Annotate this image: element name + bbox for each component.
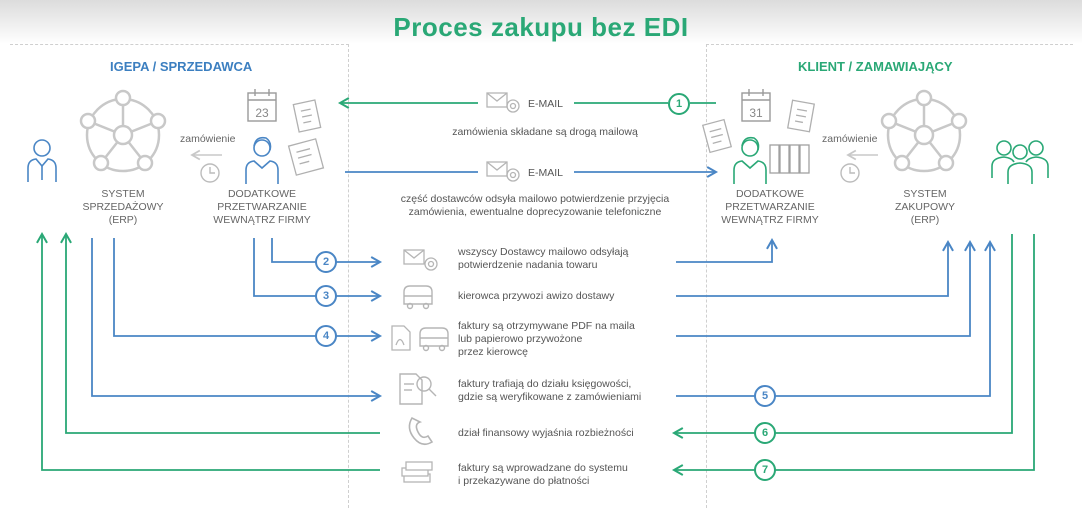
truck-icon — [419, 327, 449, 352]
note-confirmation: część dostawców odsyła mailowo potwierdz… — [350, 193, 720, 219]
calendar-date-right: 31 — [749, 106, 763, 120]
step-6-line-1: dział finansowy wyjaśnia rozbieżności — [458, 427, 634, 439]
order-label-left: zamówienie — [180, 133, 236, 145]
buyer-erp-line-3: (ERP) — [910, 214, 940, 226]
step-6-text: dział finansowy wyjaśnia rozbieżności — [458, 427, 634, 440]
seller-erp-label: SYSTEM SPRZEDAŻOWY (ERP) — [70, 188, 176, 227]
buyer-processing-line-3: WEWNĄTRZ FIRMY — [721, 214, 819, 226]
processor-woman-icon — [733, 136, 767, 184]
buyer-erp-label: SYSTEM ZAKUPOWY (ERP) — [872, 188, 978, 227]
step-5-text: faktury trafiają do działu księgowości, … — [458, 378, 641, 404]
customer-group-icon — [991, 140, 1049, 184]
buyer-erp-line-2: ZAKUPOWY — [894, 201, 956, 213]
seller-erp-line-2: SPRZEDAŻOWY — [82, 201, 164, 213]
step-4-badge: 4 — [315, 325, 337, 347]
truck-icon — [403, 285, 433, 310]
email-label-2: E-MAIL — [528, 167, 563, 179]
step-7-badge: 7 — [754, 459, 776, 481]
clock-icon — [840, 163, 860, 183]
clock-icon — [200, 163, 220, 183]
phone-icon — [408, 416, 434, 446]
step-4-line-3: przez kierowcę — [458, 346, 529, 358]
document-icon — [701, 99, 816, 154]
order-label-right: zamówienie — [822, 133, 878, 145]
email-icon — [403, 249, 438, 271]
seller-processing-line-3: WEWNĄTRZ FIRMY — [213, 214, 311, 226]
step-3-line-1: kierowca przywozi awizo dostawy — [458, 290, 615, 302]
step-3-text: kierowca przywozi awizo dostawy — [458, 290, 614, 303]
step-3-badge: 3 — [315, 285, 337, 307]
seller-processing-label: DODATKOWE PRZETWARZANIE WEWNĄTRZ FIRMY — [202, 188, 322, 227]
erp-network-icon — [880, 89, 968, 173]
calendar-icon — [247, 89, 277, 122]
note-email-orders: zamówienia składane są drogą mailową — [452, 126, 638, 138]
pdf-icon — [391, 325, 411, 351]
seller-processing-line-1: DODATKOWE — [227, 188, 297, 200]
seller-processing-line-2: PRZETWARZANIE — [217, 201, 307, 213]
step-4-line-2: lub papierowo przywożone — [458, 333, 583, 345]
note-confirmation-line-2: zamówienia, ewentualne doprecyzowanie te… — [408, 206, 662, 218]
step-6-badge: 6 — [754, 422, 776, 444]
seller-erp-line-3: (ERP) — [108, 214, 138, 226]
step-2-badge: 2 — [315, 251, 337, 273]
money-stack-icon — [401, 461, 433, 483]
seller-erp-line-1: SYSTEM — [101, 188, 145, 200]
note-confirmation-line-1: część dostawców odsyła mailowo potwierdz… — [400, 193, 670, 205]
seller-zone — [10, 44, 349, 508]
calendar-date-left: 23 — [255, 106, 269, 120]
email-icon — [486, 92, 520, 113]
step-4-line-1: faktury są otrzymywane PDF na maila — [458, 320, 635, 332]
calendar-icon — [741, 89, 771, 122]
buyer-header: KLIENT / ZAMAWIAJĄCY — [798, 59, 953, 74]
buyer-processing-label: DODATKOWE PRZETWARZANIE WEWNĄTRZ FIRMY — [710, 188, 830, 227]
step-7-text: faktury są wprowadzane do systemu i prze… — [458, 462, 628, 488]
step-1-badge: 1 — [668, 93, 690, 115]
step-2-line-2: potwierdzenie nadania towaru — [458, 259, 598, 271]
step-7-line-2: i przekazywane do płatności — [458, 475, 590, 487]
binders-icon — [769, 144, 810, 174]
step-2-line-1: wszyscy Dostawcy mailowo odsyłają — [458, 246, 629, 258]
buyer-erp-line-1: SYSTEM — [903, 188, 947, 200]
title-bar — [0, 0, 1082, 44]
document-icon — [287, 99, 325, 176]
step-5-line-1: faktury trafiają do działu księgowości, — [458, 378, 632, 390]
buyer-zone — [706, 44, 1073, 508]
email-icon — [486, 161, 520, 182]
buyer-processing-line-2: PRZETWARZANIE — [725, 201, 815, 213]
step-4-text: faktury są otrzymywane PDF na maila lub … — [458, 320, 635, 359]
email-label-1: E-MAIL — [528, 98, 563, 110]
step-7-line-1: faktury są wprowadzane do systemu — [458, 462, 628, 474]
processor-woman-icon — [245, 136, 279, 184]
step-5-line-2: gdzie są weryfikowane z zamówieniami — [458, 391, 642, 403]
step-5-badge: 5 — [754, 385, 776, 407]
buyer-processing-line-1: DODATKOWE — [735, 188, 805, 200]
seller-header: IGEPA / SPRZEDAWCA — [110, 59, 253, 74]
salesman-icon — [27, 139, 57, 182]
document-search-icon — [399, 373, 437, 405]
step-2-text: wszyscy Dostawcy mailowo odsyłają potwie… — [458, 246, 628, 272]
page-title: Proces zakupu bez EDI — [393, 12, 689, 42]
erp-network-icon — [79, 89, 167, 173]
